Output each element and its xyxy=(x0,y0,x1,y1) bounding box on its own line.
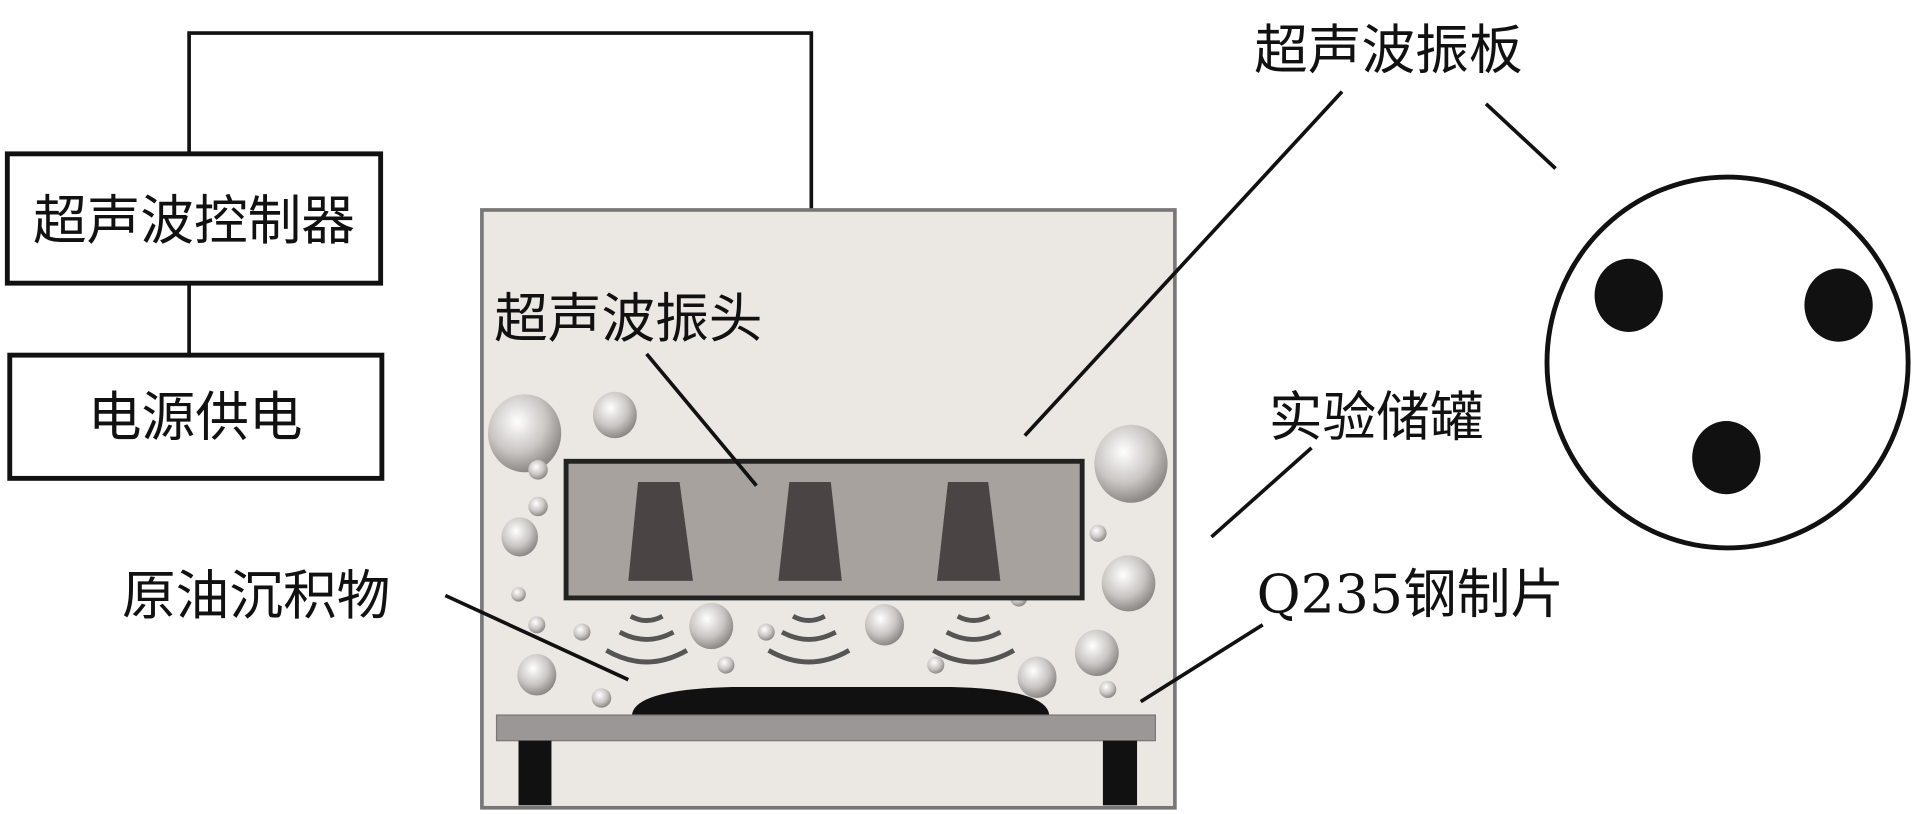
test-tank-label: 实验储罐 xyxy=(1269,386,1484,449)
controller-box: 超声波控制器 xyxy=(4,151,384,286)
support-leg xyxy=(518,740,552,806)
vibration-plate-label: 超声波振板 xyxy=(1254,18,1522,81)
ultrasonic-vibration-head xyxy=(563,458,1085,601)
power-supply-box: 电源供电 xyxy=(7,352,385,481)
leader-lines xyxy=(444,90,1557,704)
steel-coupon-plate xyxy=(495,714,1156,742)
support-leg xyxy=(1102,740,1138,806)
ultrasonic-waves xyxy=(605,614,1016,665)
power-supply-label: 电源供电 xyxy=(88,386,303,449)
transducer xyxy=(628,482,693,581)
steel-coupon-label: Q235钢制片 xyxy=(1257,563,1564,626)
controller-label: 超声波控制器 xyxy=(33,189,355,252)
transducer xyxy=(778,482,842,581)
vibration-head-label: 超声波振头 xyxy=(494,287,762,350)
transducer xyxy=(936,482,1001,581)
crude-deposit-label: 原油沉积物 xyxy=(122,564,390,627)
vibration-plate-top-view xyxy=(1544,174,1911,551)
crude-oil-deposit xyxy=(631,686,1050,716)
